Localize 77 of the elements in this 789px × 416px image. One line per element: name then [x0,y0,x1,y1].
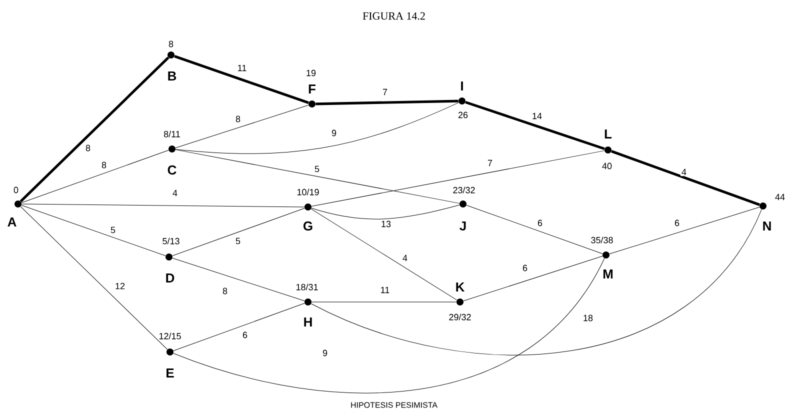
node-letter: L [604,130,612,138]
activity-line [609,206,760,254]
figure-title: FIGURA 14.2 [362,12,425,20]
activity-line [311,209,762,356]
activity-line [310,208,458,300]
activity-line [311,204,460,220]
edge-label: 5 [234,236,242,246]
edge-label: 13 [380,220,392,228]
activity-line [173,258,605,393]
activity-line [172,208,305,256]
edge-label: 6 [674,218,680,228]
edge-label: 8 [222,286,228,296]
event-time: 35/38 [591,236,613,244]
activity-line [175,102,459,154]
event-time: 10/19 [297,188,319,196]
activity-line [173,303,305,351]
activity-line [466,205,603,254]
node-letter: N [763,222,771,230]
node-letter: K [456,282,465,292]
edge-label: 6 [242,330,248,340]
activity-line [316,100,458,106]
edge-label: 4 [402,254,408,262]
edge-label: 4 [680,168,688,176]
node-letter: M [603,270,613,278]
caption: HIPOTESIS PESIMISTA [351,402,438,408]
edge-label: 11 [379,286,391,294]
node-letter: E [166,368,174,378]
node-letter: I [461,82,463,90]
event-time: 8 [168,40,174,48]
edge-label: 5 [314,164,320,174]
node-letter: C [168,165,176,175]
node-letter: A [8,218,16,226]
node-letter: D [166,274,174,282]
event-time: 40 [602,162,612,170]
edge-label: 11 [236,64,248,72]
event-time: 19 [306,70,316,76]
edge-label: 7 [486,158,494,168]
activity-line [21,204,305,208]
activity-line [311,150,605,207]
activity-line [465,100,605,150]
activity-line [463,256,603,302]
activity-line [20,56,170,202]
event-time: 23/32 [453,186,475,194]
event-time: 18/31 [296,284,318,290]
node-letter: J [460,221,466,231]
edge-label: 7 [382,88,388,96]
event-time: 44 [775,194,785,200]
edge-label: 12 [114,282,126,290]
edge-label: 5 [110,226,116,234]
activity-line [21,150,169,203]
activity-line [172,258,305,302]
node-letter: B [168,72,176,80]
event-time: 12/15 [159,332,181,340]
event-time: 26 [458,112,468,118]
edge-label: 8 [100,160,108,170]
edge-label: 14 [531,112,544,120]
edge-label: 9 [322,348,328,358]
edge-label: 18 [582,314,594,322]
node-letter: F [308,84,316,94]
activity-line [20,206,168,350]
event-time: 0 [14,186,18,194]
activity-line [21,204,166,256]
edge-label: 6 [536,218,544,228]
activity-line [175,104,309,148]
edge-label: 8 [84,144,92,152]
activity-line [175,149,460,204]
event-time: 29/32 [449,314,471,320]
activity-line [611,150,760,206]
node-letter: G [303,221,312,231]
event-time: 5/13 [162,238,180,244]
edge-label: 9 [330,128,338,138]
activity-line [174,54,309,104]
node-letter: H [304,318,312,326]
edge-label: 6 [522,264,528,272]
edge-label: 4 [172,188,178,198]
event-time: 8/11 [164,130,180,138]
edge-label: 8 [234,114,242,124]
